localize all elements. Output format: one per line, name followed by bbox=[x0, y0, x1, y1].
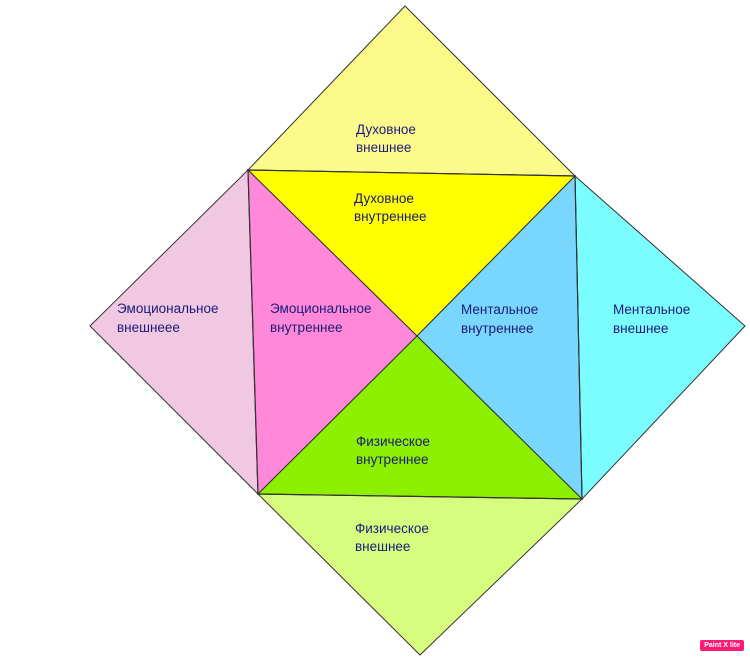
physical-inner-line1: Физическое bbox=[356, 434, 430, 449]
physical-outer-region bbox=[256, 493, 584, 656]
emotional-inner-label: Эмоциональное внутреннее bbox=[270, 301, 375, 335]
emotional-outer-line2: внешнеее bbox=[117, 320, 180, 335]
emotional-inner-line2: внутреннее bbox=[270, 320, 343, 335]
paint-x-lite-watermark: Paint X lite bbox=[700, 640, 744, 651]
emotional-inner-line1: Эмоциональное bbox=[270, 301, 371, 316]
spiritual-inner-line1: Духовное bbox=[354, 191, 414, 206]
mental-outer-line2: внешнее bbox=[613, 321, 668, 336]
spiritual-inner-line2: внутреннее bbox=[354, 209, 427, 224]
mental-inner-line2: внутреннее bbox=[461, 321, 534, 336]
emotional-outer-line1: Эмоциональное bbox=[117, 301, 218, 316]
spiritual-outer-label: Духовное внешнее bbox=[356, 122, 420, 155]
mental-inner-line1: Ментальное bbox=[461, 302, 538, 317]
spiritual-outer-line1: Духовное bbox=[356, 122, 416, 137]
spiritual-outer-line2: внешнее bbox=[356, 140, 411, 155]
mental-outer-line1: Ментальное bbox=[613, 302, 690, 317]
mental-inner-label: Ментальное внутреннее bbox=[461, 302, 542, 336]
physical-outer-label: Физическое внешнее bbox=[355, 521, 433, 554]
emotional-outer-label: Эмоциональное внешнеее bbox=[117, 301, 222, 335]
mental-outer-region bbox=[574, 174, 746, 501]
physical-inner-line2: внутреннее bbox=[356, 452, 429, 467]
spiritual-inner-label: Духовное внутреннее bbox=[354, 191, 427, 224]
physical-inner-label: Физическое внутреннее bbox=[356, 434, 434, 467]
mental-outer-label: Ментальное внешнее bbox=[613, 302, 694, 336]
physical-outer-line1: Физическое bbox=[355, 521, 429, 536]
physical-outer-line2: внешнее bbox=[355, 539, 410, 554]
inner-square-outline bbox=[247, 169, 583, 500]
spiritual-outer-region bbox=[246, 5, 577, 177]
